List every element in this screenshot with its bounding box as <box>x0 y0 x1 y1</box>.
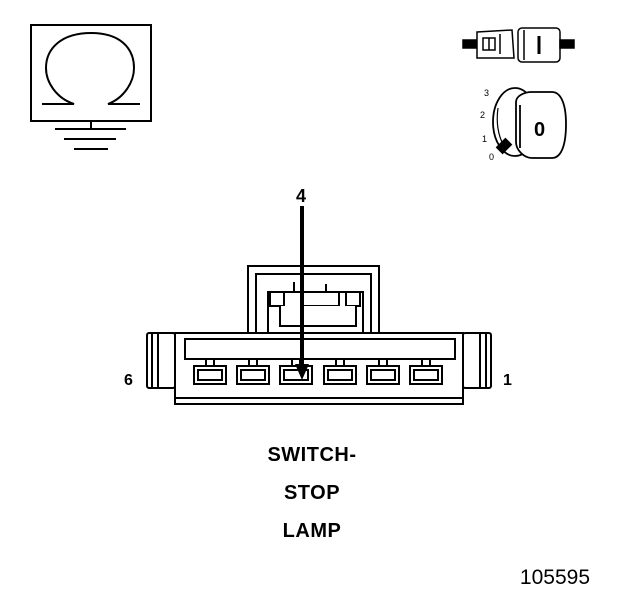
pin-cavity-3 <box>323 359 357 385</box>
pin-cavity-5 <box>236 359 270 385</box>
ignition-position-1: 1 <box>482 134 487 144</box>
component-name-line-3: LAMP <box>282 520 342 542</box>
ohmmeter-ground-icon <box>30 24 152 150</box>
pin-1-label: 1 <box>503 372 512 389</box>
component-name-line-2: STOP <box>283 482 341 504</box>
ignition-position-0: 0 <box>489 152 494 162</box>
figure-number: 105595 <box>519 566 590 589</box>
component-name-line-1: SWITCH- <box>267 444 357 466</box>
connector-disconnected-icon <box>462 27 575 63</box>
ignition-key-off-icon <box>492 87 567 159</box>
ignition-position-2: 2 <box>480 110 485 120</box>
pin-cavity-2 <box>366 359 400 385</box>
pin-cavity-1 <box>409 359 443 385</box>
pin-cavities <box>193 359 443 385</box>
ignition-key-glyph: 0 <box>534 119 545 141</box>
connector-face <box>146 265 492 405</box>
pin-callout-arrow <box>295 206 309 380</box>
pin-6-label: 6 <box>124 372 133 389</box>
pin-cavity-6 <box>193 359 227 385</box>
pin-callout-label: 4 <box>296 186 306 206</box>
ignition-position-3: 3 <box>484 88 489 98</box>
